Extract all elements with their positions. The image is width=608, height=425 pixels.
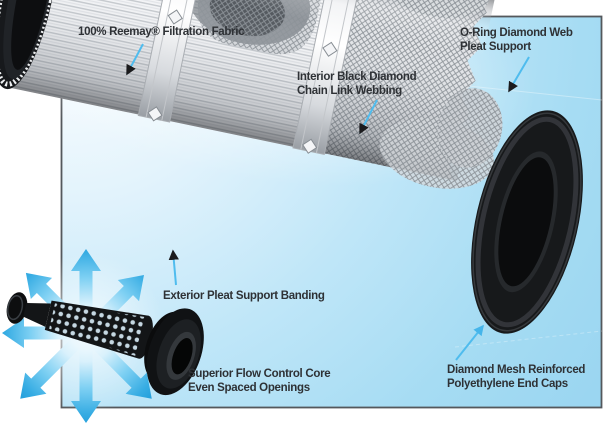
- label-exterior-banding: Exterior Pleat Support Banding: [163, 290, 325, 302]
- flow-core-inset: [2, 249, 204, 423]
- pleat-support-band: [137, 0, 209, 123]
- end-cap-ring: [471, 110, 583, 334]
- callout-line-oring: [508, 56, 530, 93]
- oring-web-disc: [437, 88, 503, 168]
- callout-line-exterior-banding: [168, 249, 179, 286]
- label-flow-core: Superior Flow Control Core Even Spaced O…: [188, 367, 331, 395]
- label-interior-webbing: Interior Black Diamond Chain Link Webbin…: [297, 70, 417, 98]
- label-end-caps: Diamond Mesh Reinforced Polyethylene End…: [447, 363, 585, 391]
- core-flange-ring: [144, 308, 204, 396]
- flow-arrow-down: [71, 349, 101, 423]
- left-end-cap: [0, 0, 59, 90]
- cylinder-shading: [6, 0, 495, 182]
- label-line: Chain Link Webbing: [297, 85, 402, 97]
- callout-line-end-caps: [455, 324, 484, 361]
- label-line: Even Spaced Openings: [188, 382, 310, 394]
- label-line: Pleat Support: [460, 41, 531, 53]
- flow-arrow-left: [2, 318, 70, 348]
- label-filtration-fabric: 100% Reemay® Filtration Fabric: [78, 26, 245, 38]
- flow-arrow-up: [71, 249, 101, 317]
- label-line: Diamond Mesh Reinforced: [447, 364, 586, 376]
- flow-arrow-down-left: [20, 339, 80, 399]
- label-line: Polyethylene End Caps: [447, 378, 568, 390]
- flow-arrow-down-right: [92, 339, 152, 399]
- callout-line-filtration-fabric: [126, 43, 144, 76]
- label-line: Interior Black Diamond: [297, 71, 417, 83]
- label-line: Superior Flow Control Core: [188, 368, 331, 380]
- label-oring-support: O-Ring Diamond Web Pleat Support: [460, 26, 573, 54]
- callout-line-interior-webbing: [359, 99, 378, 135]
- flow-arrows: [2, 249, 152, 423]
- pleat-support-band: [292, 0, 364, 155]
- perspective-guide-line: [454, 330, 603, 348]
- callout-lines: [126, 43, 530, 361]
- flow-control-core: [6, 292, 204, 396]
- label-line: O-Ring Diamond Web: [460, 27, 573, 39]
